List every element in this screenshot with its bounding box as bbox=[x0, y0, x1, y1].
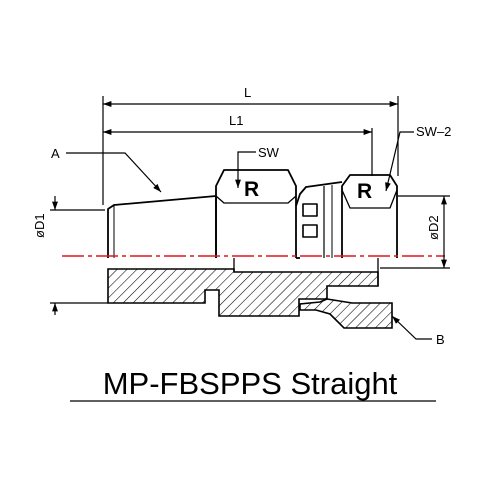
pipe-thread-end bbox=[107, 195, 217, 258]
diagram-title: MP-FBSPPS Straight bbox=[103, 366, 398, 401]
svg-text:R: R bbox=[357, 180, 372, 203]
svg-text:R: R bbox=[244, 178, 259, 201]
dimension-d1-label: øD1 bbox=[32, 213, 47, 238]
callout-b-label: B bbox=[436, 332, 445, 347]
dimension-l-label: L bbox=[244, 85, 251, 100]
dimension-d1: øD1 bbox=[32, 196, 108, 315]
dimension-l1-label: L1 bbox=[229, 113, 243, 128]
dimension-d2: øD2 bbox=[380, 195, 450, 269]
dimension-l1: L1 bbox=[103, 113, 373, 176]
dimension-sw2-label: SW‒2 bbox=[416, 124, 451, 139]
dimension-d2-label: øD2 bbox=[426, 215, 441, 240]
callout-a: A bbox=[51, 146, 162, 193]
upper-outline bbox=[107, 169, 398, 259]
dimension-l: L bbox=[102, 85, 399, 205]
callout-b: B bbox=[391, 315, 445, 347]
logo-r-body: R bbox=[244, 178, 259, 201]
dimension-sw2: SW‒2 bbox=[385, 124, 451, 192]
dimension-sw: SW bbox=[235, 145, 280, 188]
dimension-sw-label: SW bbox=[258, 145, 280, 160]
body-hex bbox=[215, 169, 297, 258]
swivel-hex bbox=[341, 174, 398, 258]
logo-r-nut: R bbox=[357, 180, 372, 203]
section-lower-half bbox=[107, 258, 393, 329]
callout-a-label: A bbox=[51, 146, 60, 161]
